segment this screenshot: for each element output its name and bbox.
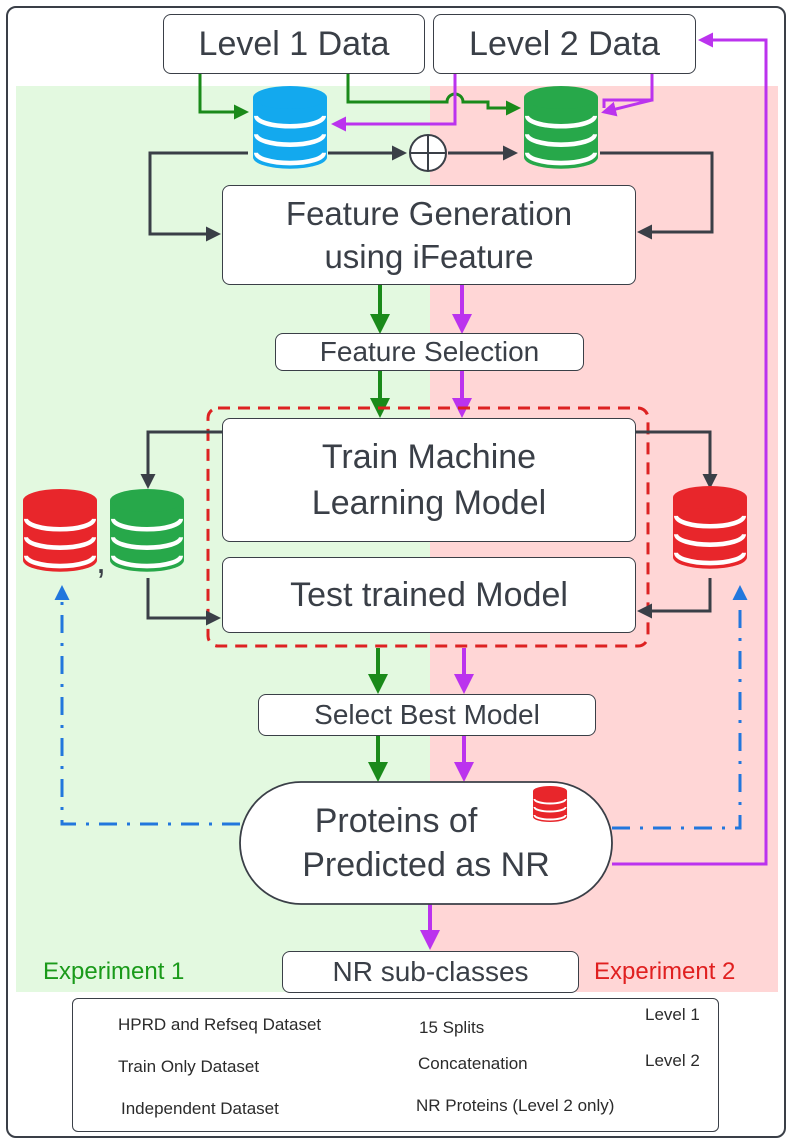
fifteen-splits-box [206,406,650,648]
nr-proteins-right-dashed-arrow [612,585,748,830]
predicted-to-level2-loop-arrow [612,32,768,866]
experiment2-label: Experiment 2 [594,958,736,985]
train-model-box: Train Machine Learning Model [222,418,636,542]
feature-generation-line1: Feature Generation [285,195,573,232]
level1-to-train-db-arrow [198,74,249,120]
db-separator-comma: , [96,540,107,581]
right-db-to-test-arrow [637,578,712,619]
level1-to-independent-db-arrow [346,74,521,116]
predicted-nr-text: Proteins of Predicted as NR [240,782,612,904]
level2-data-box: Level 2 Data [433,14,696,74]
train-to-right-db-arrow [636,430,718,489]
select-best-model-box: Select Best Model [258,694,596,736]
feature-generation-line2: using iFeature [324,238,534,275]
experiment1-label: Experiment 1 [43,958,185,985]
feature-selection-box: Feature Selection [275,333,584,371]
level1-data-box: Level 1 Data [163,14,425,74]
train-to-left-dbs-arrow [140,430,222,489]
hprd-refseq-db-right-icon [673,486,747,569]
legend-nr-proteins-label: NR Proteins (Level 2 only) [416,1096,615,1115]
train-only-db-icon [253,86,327,169]
train-db-to-feature-gen-arrow [148,151,248,242]
test-model-box: Test trained Model [222,557,636,633]
legend-level1-label: Level 1 [645,1005,700,1024]
predicted-nr-line2: Predicted as NR [302,846,550,884]
hprd-refseq-db-left-icon [23,489,97,572]
legend-level2-label: Level 2 [645,1051,700,1070]
feature-generation-box: Feature Generation using iFeature [222,185,636,285]
legend-splits-label: 15 Splits [419,1018,485,1037]
train-model-line1: Train Machine [321,438,537,476]
legend-hprd-refseq-label: HPRD and Refseq Dataset [118,1015,322,1034]
predicted-nr-line1: Proteins of [314,802,478,840]
independent-db-to-feature-gen-arrow [600,151,714,240]
independent-db-icon [524,86,598,169]
legend-concatenation-label: Concatenation [418,1054,528,1073]
train-model-line2: Learning Model [311,484,547,522]
legend-box [72,998,719,1132]
legend-train-only-label: Train Only Dataset [118,1057,260,1076]
concatenation-icon [409,134,447,172]
left-dbs-to-test-arrow [146,578,221,626]
level2-to-train-db-arrow [331,74,457,132]
legend-independent-label: Independent Dataset [121,1099,279,1118]
predicted-nr-oval [239,781,613,905]
nr-subclasses-box: NR sub-classes [282,951,579,993]
nr-proteins-left-dashed-arrow [54,585,240,826]
independent-db-left-icon [110,489,184,572]
